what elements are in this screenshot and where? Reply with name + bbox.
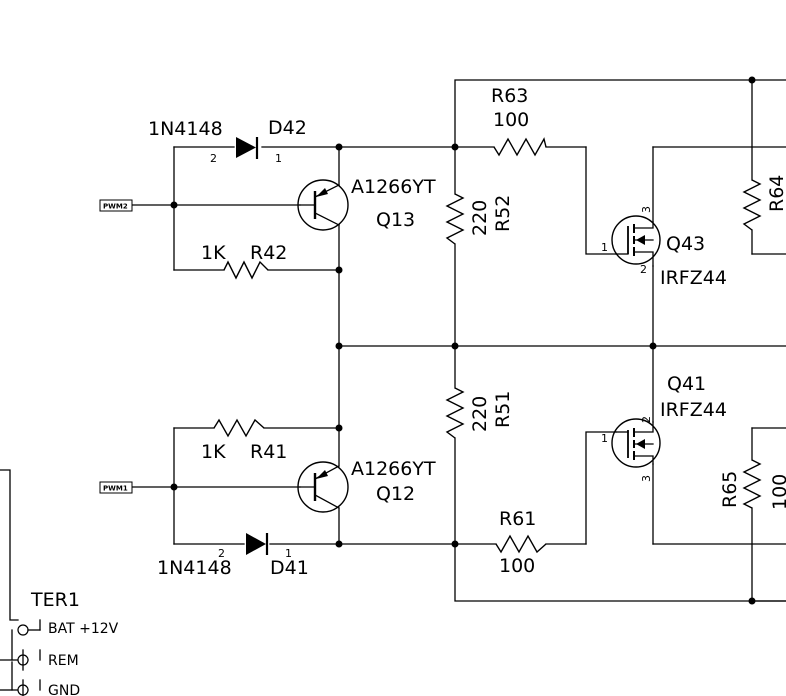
terminal-pin-bat: BAT +12V (48, 621, 119, 637)
port-pwm2: PWM2 (99, 199, 133, 212)
resistor-r51: 220 R51 (445, 387, 514, 439)
resistor-r42-ref: R42 (250, 242, 287, 264)
diode-d42: 1N4148 D42 2 1 (148, 117, 307, 165)
resistor-r52-value: 220 (469, 200, 491, 236)
transistor-q13: A1266YT Q13 (297, 176, 436, 231)
resistor-r65: R65 100 (719, 459, 786, 510)
diode-d42-pin-a: 2 (210, 152, 217, 165)
resistor-r41: 1K R41 (201, 418, 287, 463)
resistor-r52: 220 R52 (445, 193, 514, 245)
resistor-r51-value: 220 (469, 396, 491, 432)
resistor-r42-value: 1K (201, 242, 226, 264)
diode-d41-pin-a: 2 (218, 547, 225, 560)
diode-d41-pin-k: 1 (285, 547, 292, 560)
transistor-q12-part: A1266YT (351, 458, 436, 480)
resistor-r64-ref: R64 (766, 175, 786, 212)
wires (0, 79, 786, 691)
mosfet-q43-pin-s: 2 (640, 263, 647, 276)
mosfet-q43-ref: Q43 (666, 233, 705, 255)
resistor-r61: R61 100 (495, 508, 547, 577)
diode-d42-ref: D42 (268, 117, 307, 139)
mosfet-q41-pin-d: 3 (640, 475, 653, 482)
diode-d41-part: 1N4148 (157, 557, 232, 579)
transistor-q13-ref: Q13 (376, 209, 415, 231)
resistor-r63-ref: R63 (491, 85, 528, 107)
diode-d42-pin-k: 1 (275, 152, 282, 165)
resistor-r61-value: 100 (499, 555, 535, 577)
resistor-r42: 1K R42 (201, 242, 287, 280)
resistor-r41-value: 1K (201, 441, 226, 463)
mosfet-q43: 1 2 3 Q43 IRFZ44 (601, 206, 727, 289)
terminal-ter1-ref: TER1 (30, 589, 80, 611)
resistor-r63-value: 100 (493, 109, 529, 131)
resistor-r52-ref: R52 (492, 195, 514, 232)
mosfet-q41-pin-g: 1 (601, 432, 608, 445)
resistor-r51-ref: R51 (492, 391, 514, 428)
port-pwm1: PWM1 (99, 481, 133, 494)
resistor-r61-ref: R61 (499, 508, 536, 530)
mosfet-q43-pin-g: 1 (601, 241, 608, 254)
mosfet-q41-pin-s: 2 (640, 416, 653, 423)
terminal-pin-rem: REM (48, 653, 79, 669)
resistor-r65-ref: R65 (719, 471, 741, 508)
terminal-pin-gnd: GND (48, 683, 80, 696)
port-pwm2-label: PWM2 (103, 203, 128, 211)
mosfet-q43-part: IRFZ44 (660, 267, 727, 289)
resistor-r65-value: 100 (769, 474, 786, 510)
transistor-q12-ref: Q12 (376, 483, 415, 505)
diode-d41: 1N4148 D41 2 1 (157, 533, 309, 579)
port-pwm1-label: PWM1 (103, 485, 128, 493)
mosfet-q41-part: IRFZ44 (660, 399, 727, 421)
transistor-q12: A1266YT Q12 (297, 458, 436, 513)
diode-d41-ref: D41 (270, 557, 309, 579)
mosfet-q43-pin-d: 3 (640, 206, 653, 213)
resistor-r41-ref: R41 (250, 441, 287, 463)
junctions (170, 76, 756, 605)
mosfet-q41: 1 2 3 Q41 IRFZ44 (601, 373, 727, 482)
diode-d42-part: 1N4148 (148, 118, 223, 140)
resistor-r63: R63 100 (491, 85, 547, 157)
transistor-q13-part: A1266YT (351, 176, 436, 198)
mosfet-q41-ref: Q41 (667, 373, 706, 395)
terminal-ter1: TER1 BAT +12V REM GND (17, 589, 119, 696)
resistor-r64: R64 (742, 175, 786, 231)
